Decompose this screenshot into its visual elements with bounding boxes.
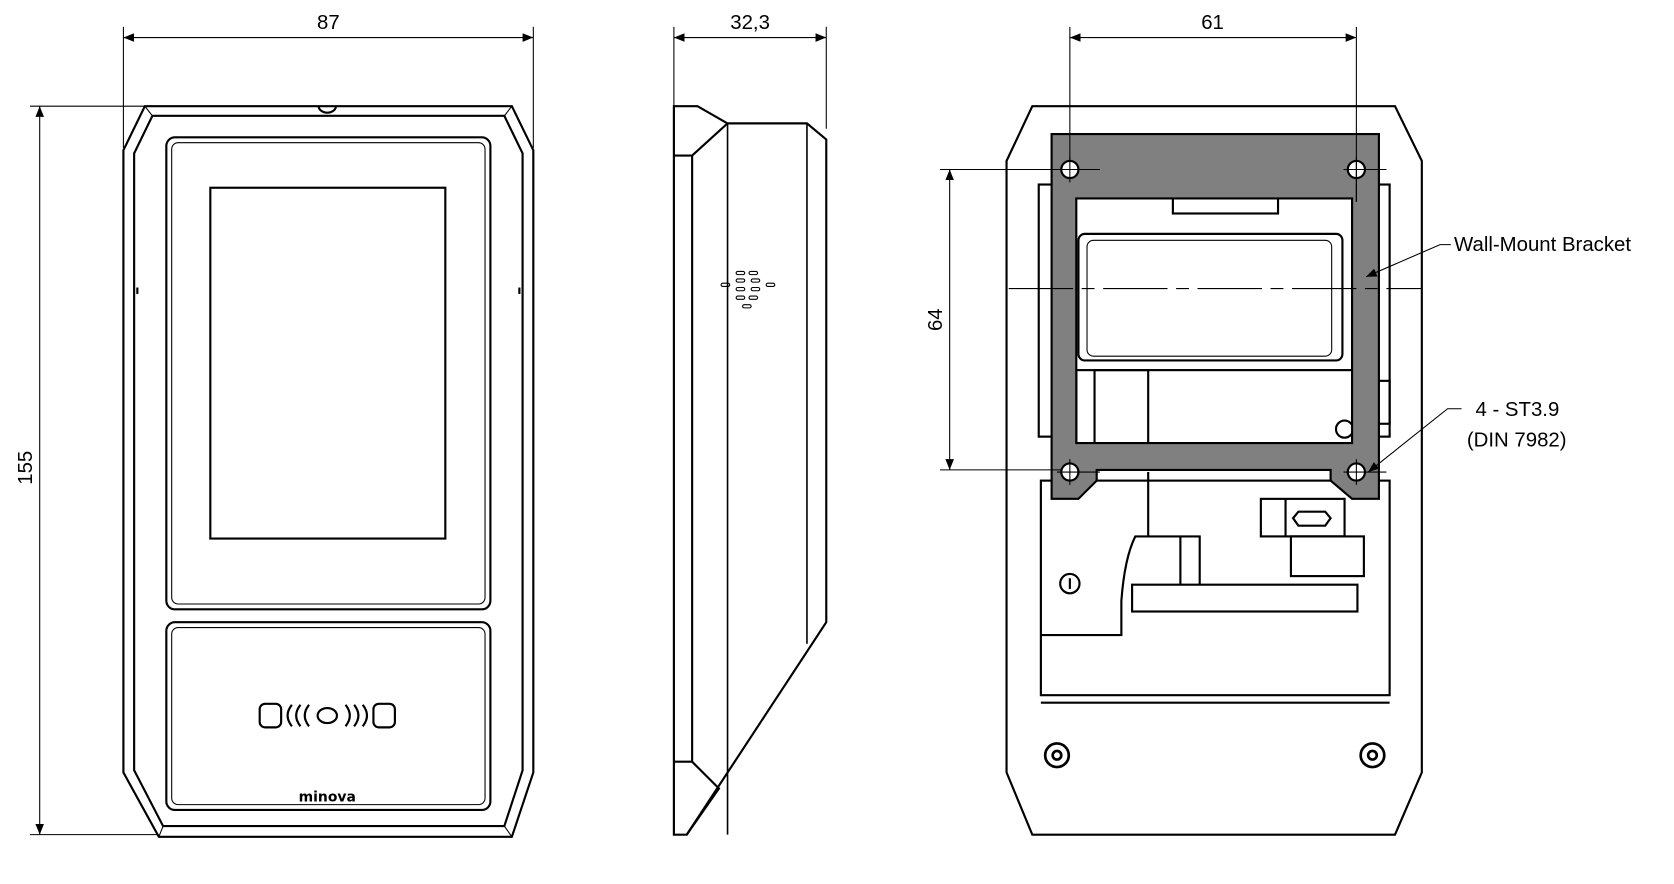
brand-logo: minova (299, 789, 356, 805)
dimension-hole-spacing-horizontal-label: 61 (1201, 12, 1224, 34)
dimension-depth-label: 32,3 (730, 12, 770, 34)
back-view: 61 64 Wall-Mount Bracket 4 - ST3.9 (DIN … (925, 12, 1631, 836)
dimension-hole-spacing-vertical-label: 64 (925, 308, 947, 331)
dimension-height-label: 155 (15, 451, 37, 485)
back-body-outline (1005, 105, 1423, 836)
front-view: minova 87 155 (15, 12, 535, 838)
mounting-screw-bottom-right (1359, 742, 1386, 769)
nfc-contactless-icon (258, 702, 396, 729)
side-body-outline (672, 105, 828, 836)
screw-spec-label-line1: 4 - ST3.9 (1475, 399, 1559, 421)
screen-frame (165, 136, 492, 611)
wall-mount-bracket-label: Wall-Mount Bracket (1454, 234, 1631, 256)
wall-mount-bracket (1050, 133, 1380, 500)
reader-panel (165, 621, 492, 812)
front-bezel-inner (133, 114, 524, 828)
display-area (209, 186, 447, 540)
screw-spec-label-line2: (DIN 7982) (1467, 429, 1567, 451)
dimension-width-label: 87 (317, 12, 340, 34)
mounting-screw-bottom-left (1043, 742, 1071, 769)
speaker-grille-icon (720, 270, 776, 309)
side-view: 32,3 (672, 12, 828, 836)
front-body-outline (122, 105, 535, 838)
